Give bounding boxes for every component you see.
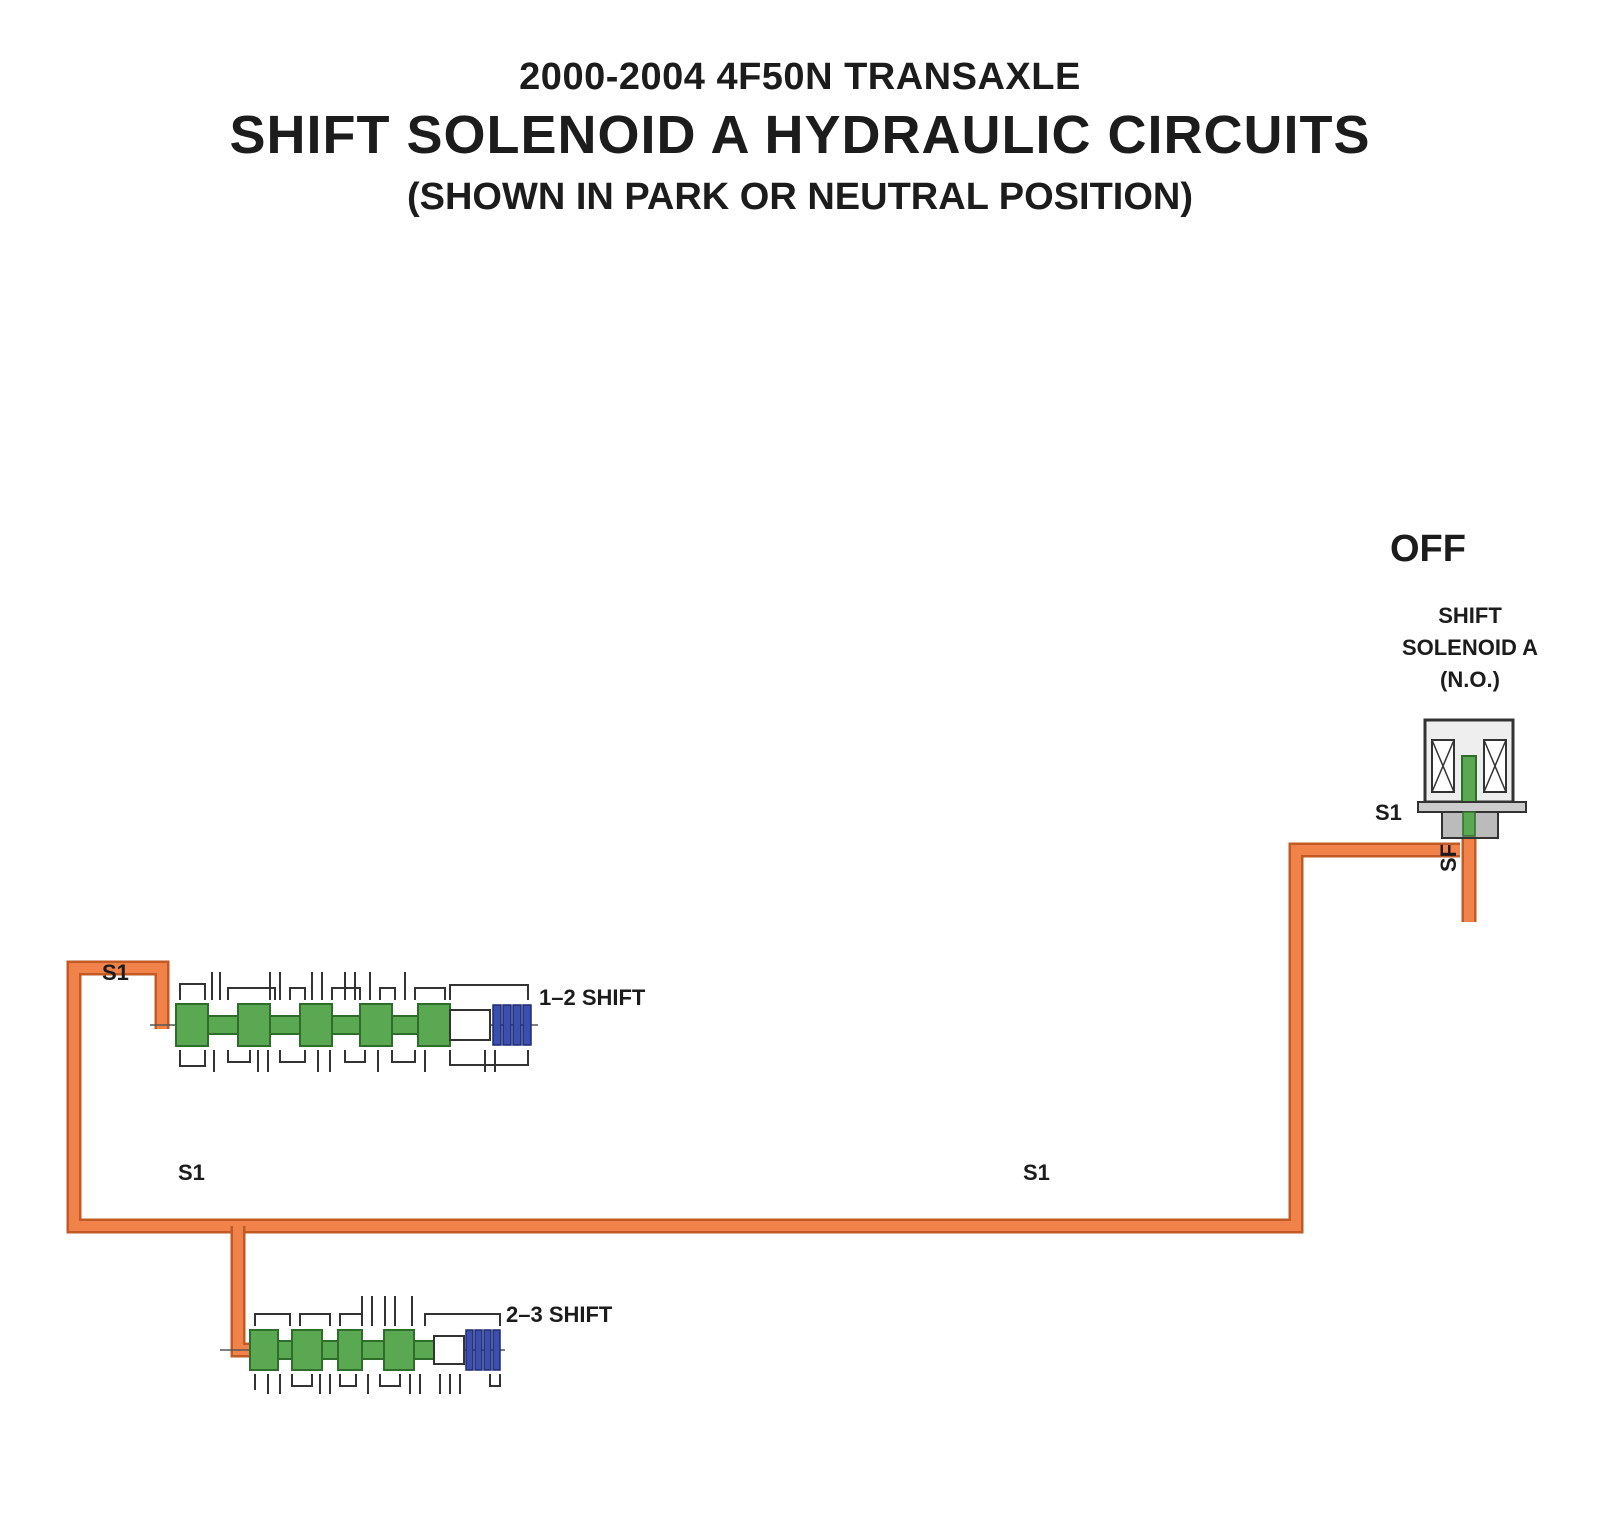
valve-2-3-shift-label: 2–3 SHIFT bbox=[506, 1302, 613, 1327]
valve-1-2-shift-label: 1–2 SHIFT bbox=[539, 985, 646, 1010]
valve-2-3-shift bbox=[220, 1296, 505, 1394]
valve-2-3-plunger bbox=[433, 1335, 465, 1365]
s1-label-bottom-right: S1 bbox=[1023, 1160, 1050, 1185]
s1-circuit-line-fill bbox=[69, 845, 1460, 1231]
valve-1-2-plunger bbox=[449, 1009, 491, 1041]
diagram-subtitle-model: 2000-2004 4F50N TRANSAXLE bbox=[519, 56, 1081, 98]
solenoid-armature bbox=[1461, 755, 1477, 807]
solenoid-name-line3: (N.O.) bbox=[1440, 667, 1500, 692]
s1-label-bottom-left: S1 bbox=[178, 1160, 205, 1185]
s1-circuit bbox=[66, 835, 1477, 1358]
shift-solenoid-a bbox=[1417, 718, 1527, 839]
diagram-title: SHIFT SOLENOID A HYDRAULIC CIRCUITS bbox=[229, 105, 1371, 165]
solenoid-flange bbox=[1417, 801, 1527, 813]
solenoid-name-line2: SOLENOID A bbox=[1401, 635, 1539, 660]
valve-2-3-bore bbox=[254, 1296, 501, 1394]
valve-1-2-shift bbox=[150, 972, 538, 1072]
solenoid-name-line1: SHIFT bbox=[1438, 603, 1502, 628]
s1-label-left: S1 bbox=[102, 960, 129, 985]
valve-2-3-spool bbox=[249, 1329, 435, 1371]
solenoid-coil-hatch bbox=[1431, 739, 1507, 793]
diagram-subtitle-position: (SHOWN IN PARK OR NEUTRAL POSITION) bbox=[406, 176, 1194, 218]
s1-circuit-line bbox=[66, 842, 1460, 1234]
valve-1-2-spool bbox=[175, 1003, 451, 1047]
valve-1-2-bore bbox=[179, 972, 529, 1072]
valve-2-3-spring bbox=[465, 1329, 501, 1371]
solenoid-pintle bbox=[1462, 811, 1476, 837]
sf-label: SF bbox=[1436, 843, 1461, 872]
valve-1-2-spring bbox=[492, 1004, 532, 1046]
s1-label-solenoid: S1 bbox=[1375, 800, 1402, 825]
solenoid-state-label: OFF bbox=[1390, 528, 1466, 570]
